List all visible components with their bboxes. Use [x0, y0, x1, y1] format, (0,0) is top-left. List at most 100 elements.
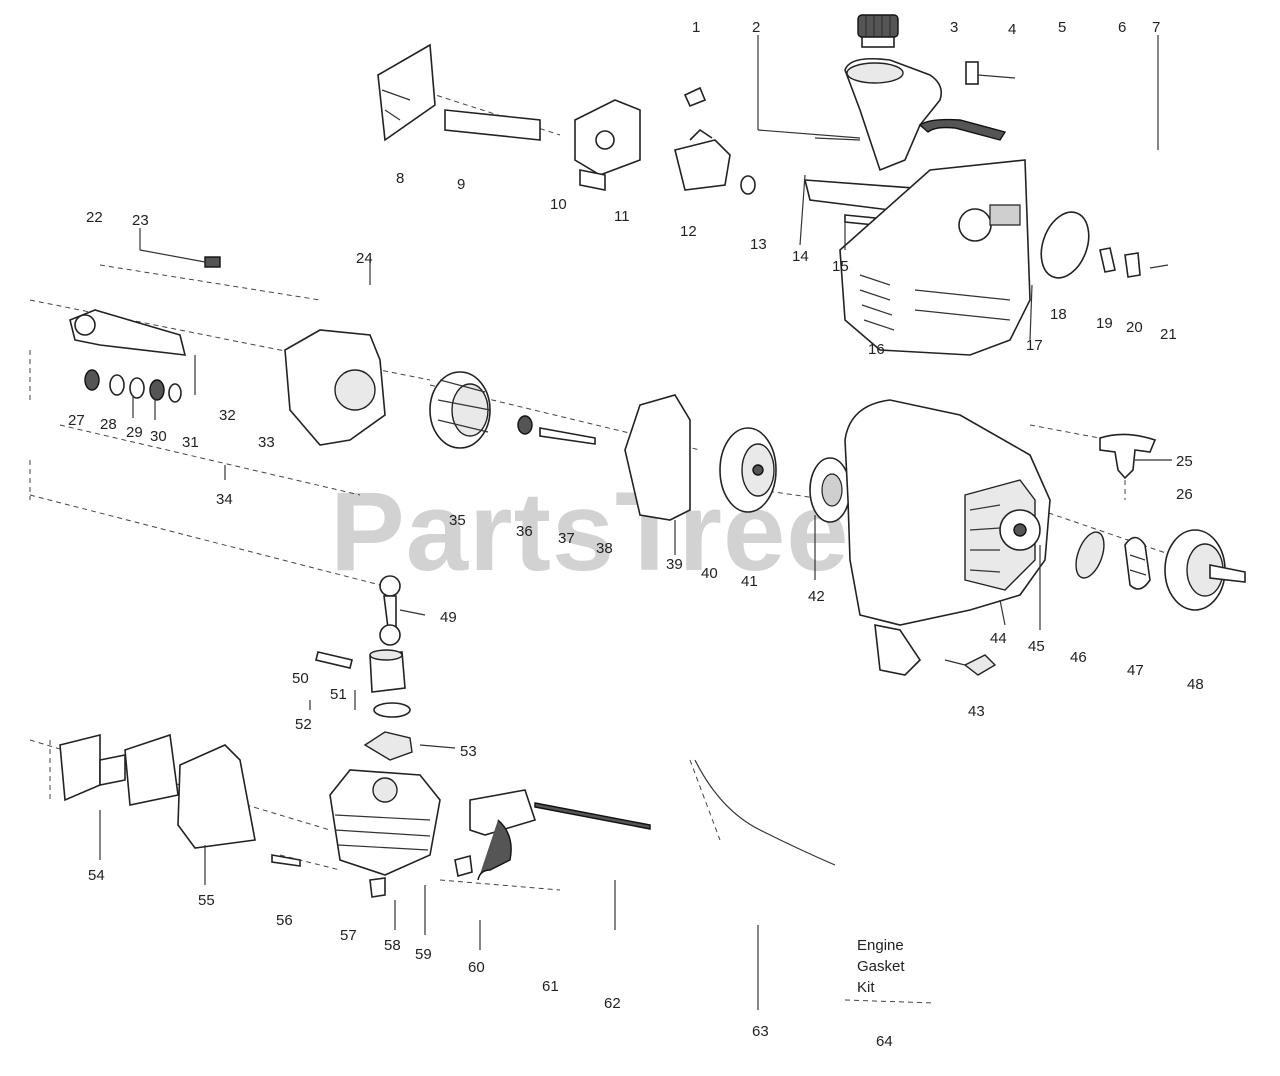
callout-53: 53	[460, 743, 477, 760]
part-piston-pin-50	[315, 651, 353, 669]
callout-39: 39	[666, 556, 683, 573]
callout-33: 33	[258, 434, 275, 451]
part-ignition-coil-60	[454, 789, 537, 881]
part-pin-37	[539, 427, 596, 445]
part-cable-63	[694, 759, 836, 866]
callout-23: 23	[132, 212, 149, 229]
part-shaft-9	[444, 109, 541, 141]
part-ring-52	[373, 702, 411, 718]
part-cylinder-57	[329, 769, 441, 876]
part-small-19-20-21	[1099, 247, 1169, 278]
kit-label-line1: Engine	[857, 937, 904, 954]
callout-2: 2	[752, 19, 760, 36]
callout-34: 34	[216, 491, 233, 508]
kit-label-line3: Kit	[857, 979, 875, 996]
part-fitting-4	[965, 61, 1016, 85]
part-carburetor-54	[59, 733, 179, 806]
callout-32: 32	[219, 407, 236, 424]
callout-59: 59	[415, 946, 432, 963]
callout-27: 27	[68, 412, 85, 429]
callout-49: 49	[440, 609, 457, 626]
callout-6: 6	[1118, 19, 1126, 36]
callout-11: 11	[614, 208, 630, 225]
part-washer-46	[1075, 531, 1105, 579]
callout-4: 4	[1008, 21, 1016, 38]
part-bearings-27-31	[84, 369, 182, 403]
part-gear-housing-33	[284, 329, 386, 446]
callout-44: 44	[990, 630, 1007, 647]
callout-60: 60	[468, 959, 485, 976]
part-gasket-55	[177, 744, 256, 849]
callout-20: 20	[1126, 319, 1143, 336]
callout-13: 13	[750, 236, 767, 253]
callout-1: 1	[692, 19, 700, 36]
callout-63: 63	[752, 1023, 769, 1040]
part-oring-18	[1040, 211, 1090, 279]
callout-9: 9	[457, 176, 465, 193]
callout-19: 19	[1096, 315, 1113, 332]
part-key-23	[204, 256, 221, 268]
part-clutch-48	[1164, 529, 1246, 611]
part-tube-56	[271, 854, 301, 867]
callout-37: 37	[558, 530, 575, 547]
callout-14: 14	[792, 248, 809, 265]
kit-label-line2: Gasket	[857, 958, 905, 975]
callout-51: 51	[330, 686, 347, 703]
callout-21: 21	[1160, 326, 1177, 343]
part-clamp-12	[674, 128, 731, 191]
callout-45: 45	[1028, 638, 1045, 655]
callout-12: 12	[680, 223, 697, 240]
callout-54: 54	[88, 867, 105, 884]
callout-61: 61	[542, 978, 559, 995]
callout-58: 58	[384, 937, 401, 954]
callout-17: 17	[1026, 337, 1043, 354]
part-spring-47	[1124, 536, 1151, 590]
callout-10: 10	[550, 196, 567, 213]
callout-29: 29	[126, 424, 143, 441]
callout-26: 26	[1176, 486, 1193, 503]
part-cover-plate-39-40	[624, 394, 691, 521]
callout-41: 41	[741, 573, 758, 590]
part-screw-small-11	[683, 86, 707, 108]
part-fuel-cap-3	[857, 14, 899, 48]
callout-5: 5	[1058, 19, 1066, 36]
part-bracket-10-11	[574, 99, 641, 191]
callout-43: 43	[968, 703, 985, 720]
callout-16: 16	[868, 341, 885, 358]
part-wire-62	[534, 802, 651, 830]
part-flywheel-41	[719, 427, 777, 513]
callout-36: 36	[516, 523, 533, 540]
part-hub-42	[809, 457, 851, 523]
callout-40: 40	[701, 565, 718, 582]
part-spark-plug-58	[369, 877, 386, 898]
engine-gasket-kit-label: Engine Gasket Kit	[857, 937, 905, 996]
callout-25: 25	[1176, 453, 1193, 470]
leader-lines	[99, 35, 1172, 1010]
part-fuel-tank-2	[814, 57, 943, 172]
callout-38: 38	[596, 540, 613, 557]
callout-42: 42	[808, 588, 825, 605]
callout-46: 46	[1070, 649, 1087, 666]
callout-35: 35	[449, 512, 466, 529]
callout-47: 47	[1127, 662, 1144, 679]
callout-24: 24	[356, 250, 373, 267]
callout-15: 15	[832, 258, 849, 275]
part-handle-8	[377, 43, 436, 142]
callout-8: 8	[396, 170, 404, 187]
part-fuel-line-5	[918, 118, 1007, 141]
callout-28: 28	[100, 416, 117, 433]
callout-56: 56	[276, 912, 293, 929]
part-engine-housing-16-17	[839, 159, 1031, 356]
part-piston-51	[369, 649, 406, 693]
callout-30: 30	[150, 428, 167, 445]
part-drive-shaft-32	[69, 309, 187, 356]
part-washer-13	[740, 175, 756, 195]
callout-57: 57	[340, 927, 357, 944]
callout-3: 3	[950, 19, 958, 36]
callout-50: 50	[292, 670, 309, 687]
callout-numbers: 1 2 3 4 5 6 7 8 9 10 11 12 13 14 15 16 1…	[68, 19, 1204, 1050]
callout-18: 18	[1050, 306, 1067, 323]
callout-7: 7	[1152, 19, 1160, 36]
part-handle-25	[1099, 433, 1157, 480]
